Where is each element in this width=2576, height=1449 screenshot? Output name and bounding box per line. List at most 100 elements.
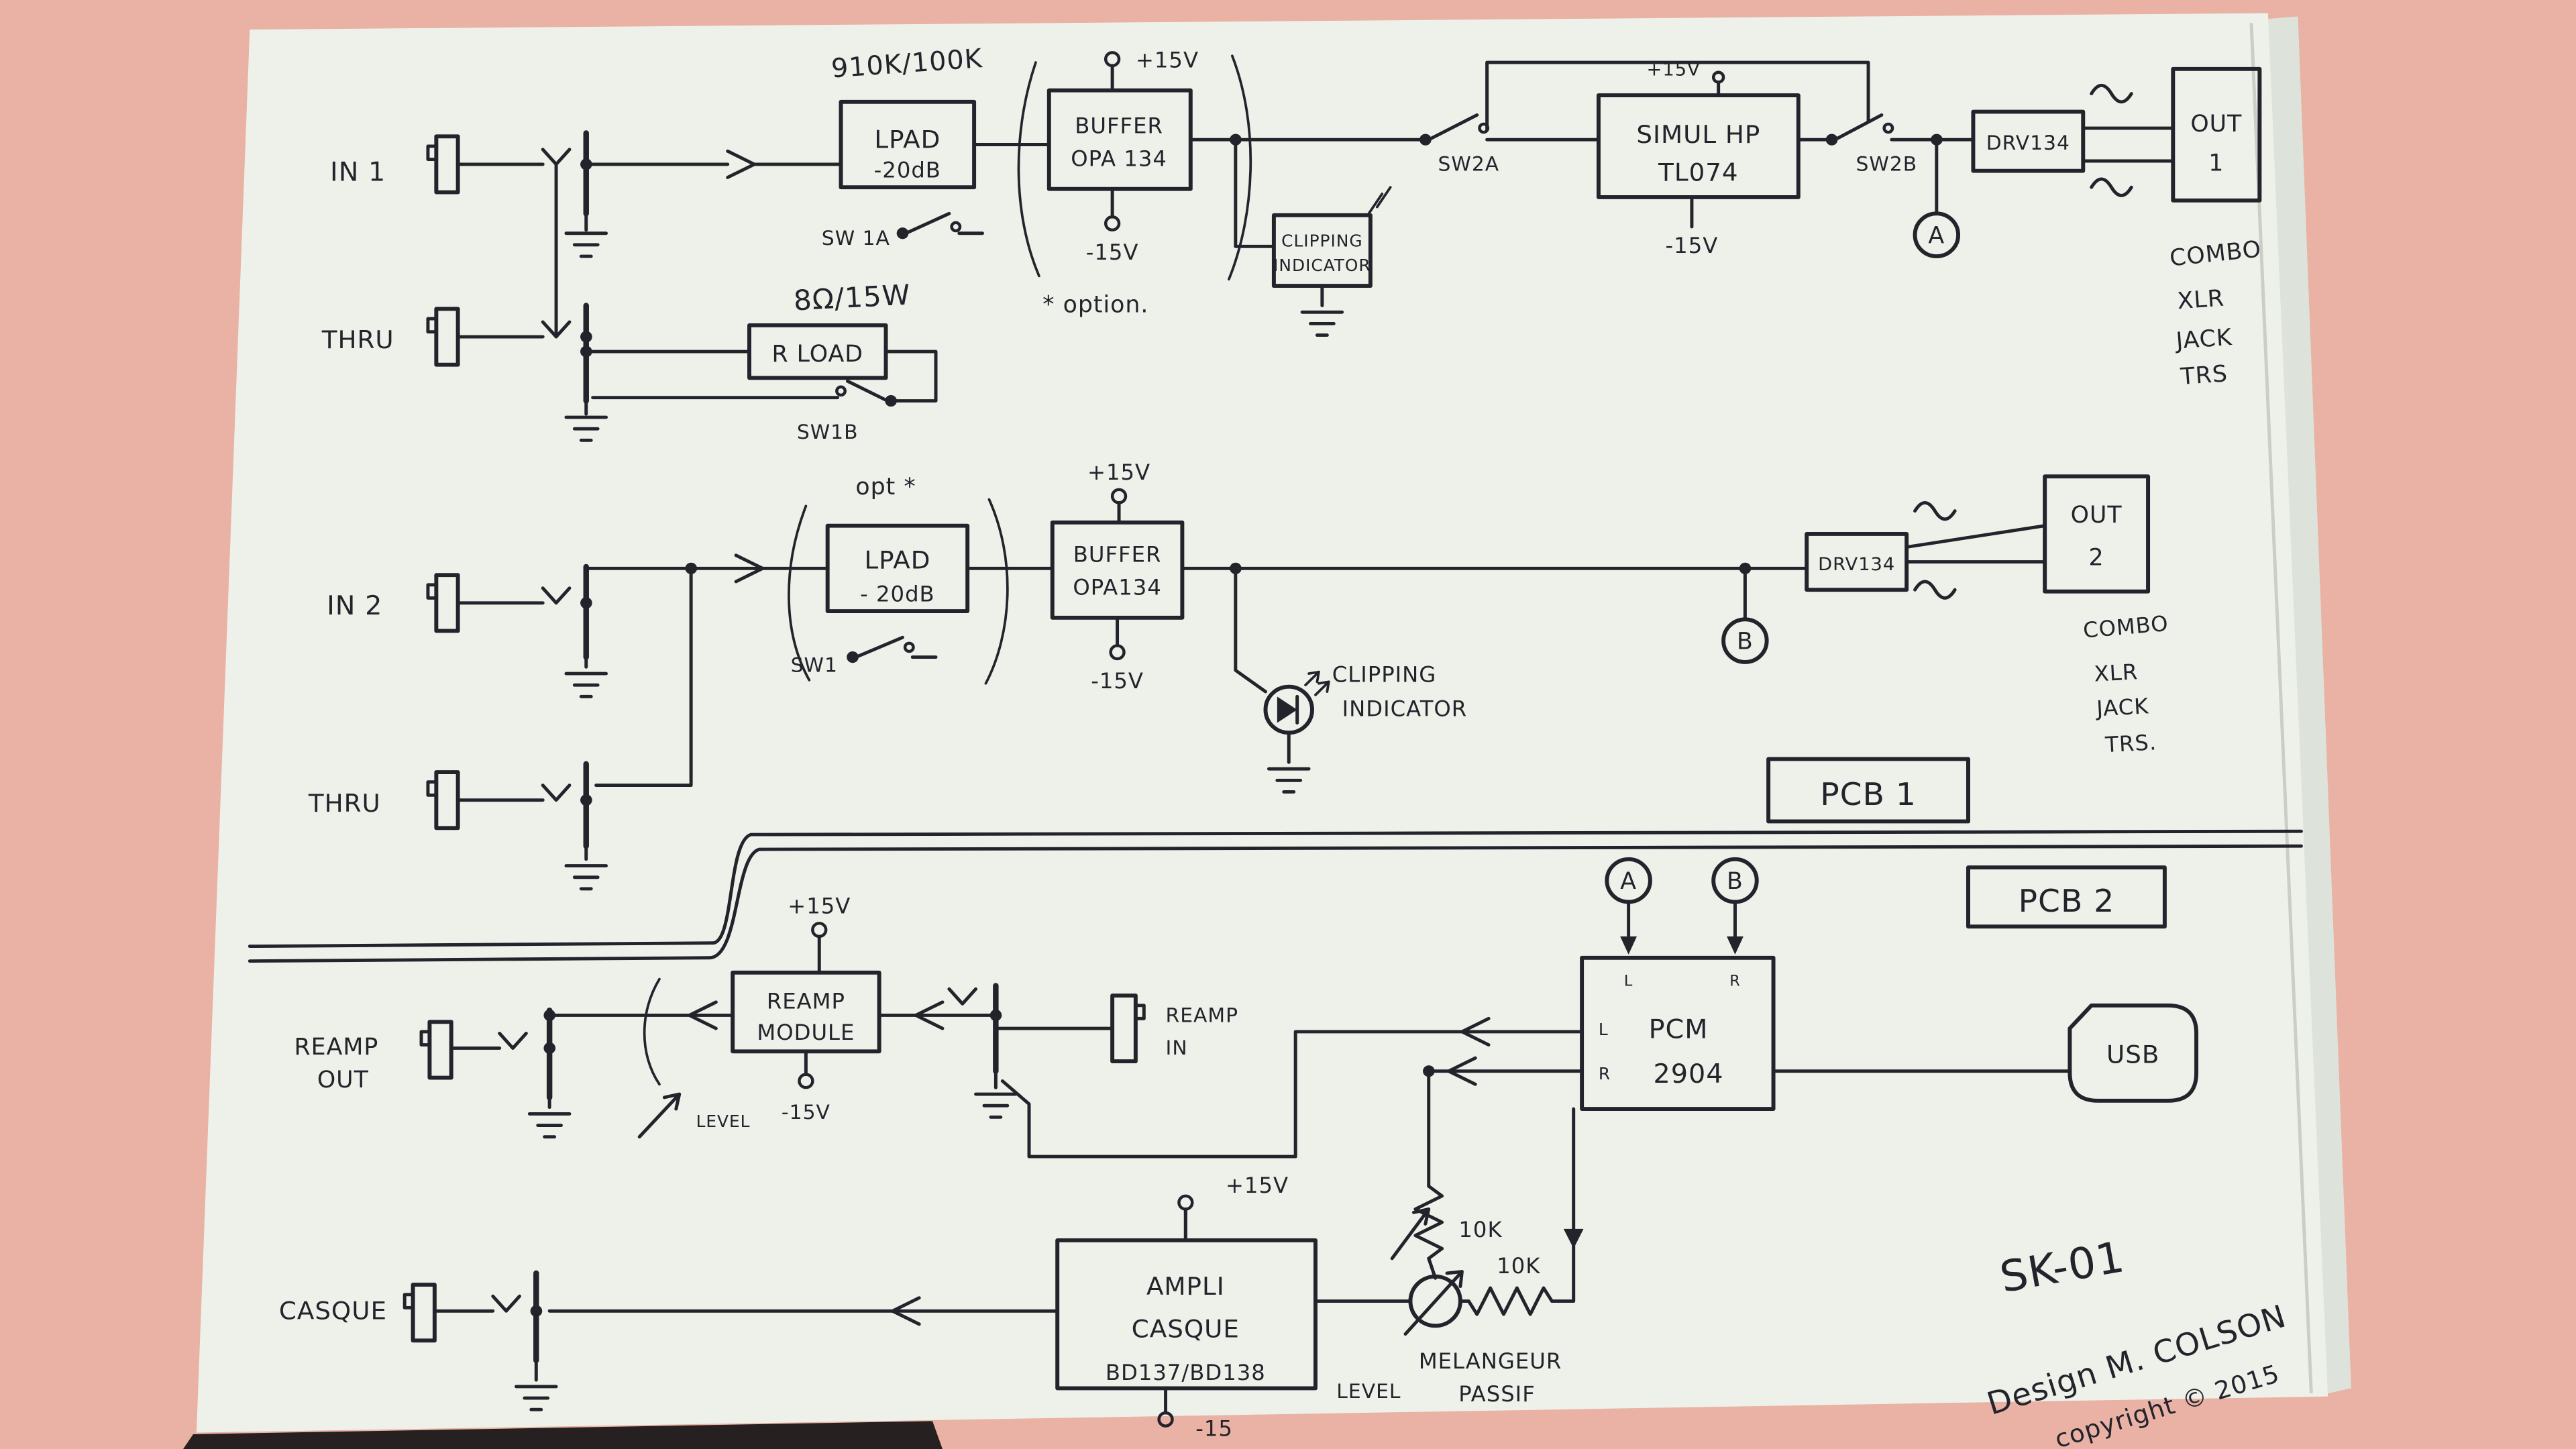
sw1a-contact (950, 221, 962, 233)
rload-box (747, 323, 888, 380)
ch2-contact-chevrons (541, 586, 572, 802)
ampli-minus15-terminal (1157, 1411, 1174, 1428)
sw1-contact (903, 641, 915, 653)
ampli-label-2: CASQUE (1132, 1315, 1240, 1344)
in2-label: IN 2 (327, 590, 382, 621)
drv134-2-label: DRV134 (1818, 554, 1895, 575)
down-arrowhead (1563, 1228, 1584, 1249)
jack-label: JACK (2174, 324, 2233, 355)
casque-jack-tab (402, 1293, 415, 1309)
resistor-10k-horizontal (1466, 1286, 1554, 1316)
out2-number: 2 (2089, 545, 2104, 572)
led-rays (1304, 670, 1330, 696)
sw1-label: SW1 (791, 654, 838, 677)
minus15-label-ch2: -15V (1091, 668, 1144, 694)
ch2-ground-icons (564, 672, 1311, 891)
casque-wires (433, 1208, 1470, 1415)
buffer2-label: BUFFER (1073, 542, 1162, 568)
sine-icons-out1 (2090, 83, 2133, 197)
reamp-out-jack-tab (419, 1030, 431, 1046)
trs2-label: TRS. (2104, 729, 2157, 757)
reamp-in-label-2: IN (1166, 1036, 1188, 1059)
plus15-label-ch2: +15V (1087, 460, 1150, 485)
resistor-10k-h-label: 10K (1497, 1253, 1540, 1279)
ampli-plus15-terminal (1177, 1194, 1194, 1211)
pot-arrow (1403, 1270, 1464, 1336)
buffer2-box (1050, 520, 1185, 620)
melangeur-level-label: LEVEL (1336, 1380, 1401, 1403)
in2-jack-tab (426, 583, 438, 600)
out1-label: OUT (2190, 111, 2242, 138)
casque-contact-chevron (491, 1294, 521, 1313)
ch1-ground-icons (564, 231, 1344, 442)
sw1b-contact (835, 385, 847, 397)
thru2-label: THRU (308, 789, 381, 818)
casque-label: CASQUE (279, 1297, 387, 1326)
reamp-contact-chevrons (498, 987, 978, 1050)
reamp-wires (449, 934, 2072, 1303)
drv134-2-box (1805, 531, 1909, 592)
indicator2-label: INDICATOR (1342, 696, 1468, 722)
lpad2-box (825, 523, 970, 613)
pcm-name-label: PCM (1649, 1014, 1709, 1045)
melangeur-label: MELANGEUR (1419, 1348, 1562, 1374)
divider-line-2 (248, 844, 2303, 963)
hp-plus15-label: +15V (1647, 60, 1701, 80)
led-triangle (1277, 696, 1297, 723)
usb-label: USB (2106, 1040, 2159, 1069)
sw1a-label: SW 1A (822, 227, 890, 250)
hp-minus15-label: -15V (1666, 233, 1719, 258)
ch1-contact-chevrons (541, 148, 572, 339)
clipping-label: CLIPPING (1281, 231, 1362, 251)
drv134-box (1971, 109, 2086, 173)
divider-line-1 (248, 829, 2303, 949)
pcb2-box (1966, 865, 2167, 929)
hp-plus15-terminal (1711, 70, 1725, 84)
jack2-label: JACK (2094, 694, 2149, 722)
node-b2-label: B (1727, 868, 1743, 895)
pcm-top-r-label: R (1729, 973, 1741, 990)
sw1b-label: SW1B (797, 421, 859, 443)
rload-note: 8Ω/15W (793, 278, 912, 317)
pcm-in-r-label: R (1599, 1064, 1611, 1083)
reamp-junction-dots (543, 1009, 1435, 1077)
drv134-label: DRV134 (1986, 131, 2070, 154)
reamp-plus15-label: +15V (788, 894, 851, 919)
buffer-label: BUFFER (1075, 113, 1163, 139)
minus15-terminal-ch2 (1109, 644, 1126, 661)
pcb1-box (1766, 757, 1970, 824)
node-a2-label: A (1620, 868, 1637, 895)
reamp-module-label-1: REAMP (767, 989, 845, 1014)
reamp-minus15-terminal (798, 1073, 814, 1089)
paper-sheet (196, 13, 2328, 1433)
clipping2-label: CLIPPING (1332, 662, 1437, 688)
tl074-label: TL074 (1658, 158, 1738, 187)
reamp-section: A B L R L PCM R 2904 USB +15V REAMP MODU… (294, 857, 2199, 1303)
ch1-junction-dots (580, 133, 1943, 407)
reamp-plus15-terminal (811, 922, 828, 938)
ab-arrowheads (1620, 936, 1743, 955)
casque-ground-icon (515, 1385, 558, 1411)
node-b-circle (1721, 617, 1769, 664)
option-note: * option. (1042, 292, 1148, 319)
pcm-top-l-label: L (1624, 973, 1633, 990)
wiper-arrow (1390, 1208, 1431, 1260)
reamp-minus15-label: -15V (782, 1101, 830, 1124)
buffer-box (1046, 88, 1193, 191)
lpad-db-label: -20dB (874, 158, 941, 183)
lpad2-label: LPAD (864, 546, 930, 575)
reamp-out-label-1: REAMP (294, 1034, 379, 1061)
resistor-10k-v-label: 10K (1458, 1217, 1502, 1242)
table-edge (183, 1421, 943, 1449)
pcb2-label: PCB 2 (2019, 883, 2115, 920)
thru1-label: THRU (321, 325, 394, 354)
minus15-label: -15V (1086, 239, 1139, 265)
clipping-indicator-box (1271, 213, 1373, 288)
reamp-level-label: LEVEL (696, 1112, 751, 1131)
sine-icons-out2 (1913, 500, 1957, 600)
reamp-ground-icons (527, 1092, 1018, 1139)
sw2b-label: SW2B (1856, 153, 1918, 176)
thru2-jack-tab (426, 780, 438, 797)
resistor-10k-vertical (1413, 1184, 1444, 1260)
reamp-in-label-1: REAMP (1166, 1004, 1238, 1026)
